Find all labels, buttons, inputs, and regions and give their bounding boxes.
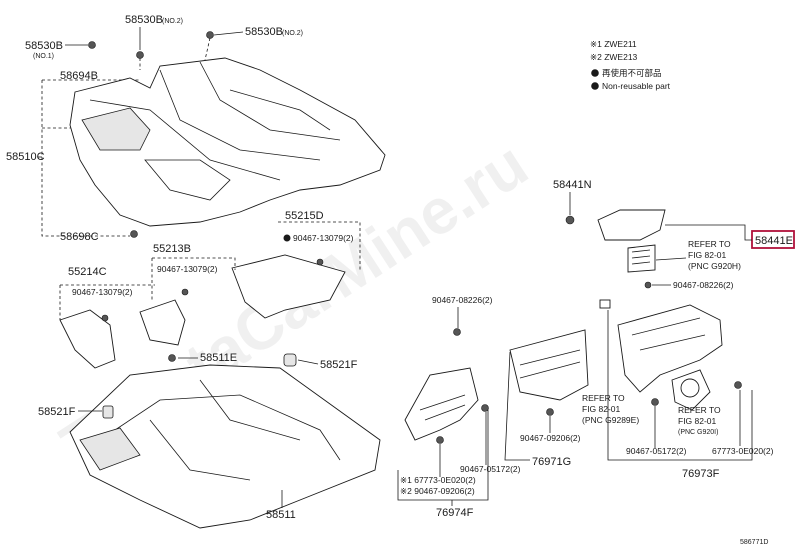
floor-carpet-assembly: [41, 31, 386, 238]
nonreuse-dot-icon: [591, 69, 599, 77]
legend: ※1 ZWE211 ※2 ZWE213 再使用不可部品 Non-reusable…: [590, 39, 671, 91]
clip-icon: [88, 41, 96, 49]
highlight-box: [751, 230, 795, 249]
callout-55213b[interactable]: 55213B: [153, 243, 191, 255]
clip-icon: [453, 328, 461, 336]
ref1-line1: REFER TO: [688, 239, 731, 249]
speaker-icon: [680, 378, 700, 398]
floor-mats: [59, 221, 361, 369]
callout-58530b-no2-a-note: (NO.2): [162, 18, 183, 25]
callout-58521f-b[interactable]: 58521F: [38, 406, 76, 418]
callout-90467-08226-a[interactable]: 90467-08226(2): [432, 295, 493, 305]
callout-58698c[interactable]: 58698C: [60, 231, 99, 243]
callout-55215d[interactable]: 55215D: [285, 210, 324, 222]
ref3-line3: (PNC G920I): [678, 429, 718, 436]
floor-silencer: [69, 353, 381, 529]
clip-icon: [130, 230, 138, 238]
callout-58530b-no1[interactable]: 58530B: [25, 40, 63, 52]
side-panels: [397, 299, 753, 501]
callout-58511[interactable]: 58511: [266, 509, 296, 521]
callout-58530b-no2-a[interactable]: 58530B: [125, 14, 163, 26]
pad-icon: [283, 353, 297, 367]
callout-67773-a[interactable]: 67773-0E020(2): [712, 446, 774, 456]
nonreuse-dot-icon: [283, 234, 291, 242]
clip-icon: [316, 258, 324, 266]
clip-icon: [481, 404, 489, 412]
clip-icon: [101, 314, 109, 322]
tab-icon: [599, 299, 611, 309]
callout-76971g[interactable]: 76971G: [532, 456, 571, 468]
clip-icon: [565, 215, 575, 225]
clip-icon: [181, 288, 189, 296]
callout-90467-13079-a[interactable]: 90467-13079(2): [293, 233, 354, 243]
legend-note-2: ※2 ZWE213: [590, 52, 638, 62]
legend-nonreuse-en: Non-reusable part: [602, 81, 671, 91]
callout-76974f[interactable]: 76974F: [436, 507, 474, 519]
legend-note-1: ※1 ZWE211: [590, 39, 637, 49]
ref2-line3: (PNC G9289E): [582, 415, 639, 425]
clip-icon: [651, 398, 659, 406]
clip-icon: [136, 51, 144, 59]
clip-icon: [436, 436, 444, 444]
ref2-line2: FIG 82-01: [582, 404, 621, 414]
callout-90467-13079-c[interactable]: 90467-13079(2): [72, 287, 133, 297]
console-tray: [565, 209, 666, 289]
callout-58441e[interactable]: 58441E: [755, 235, 793, 247]
callout-55214c[interactable]: 55214C: [68, 266, 107, 278]
callout-58694b[interactable]: 58694B: [60, 70, 98, 82]
callout-90467-09206-a[interactable]: 90467-09206(2): [520, 433, 581, 443]
ref2-line1: REFER TO: [582, 393, 625, 403]
ref1-line2: FIG 82-01: [688, 250, 727, 260]
ref3-line1: REFER TO: [678, 405, 721, 415]
clip-icon: [206, 31, 214, 39]
callout-90467-05172-a[interactable]: 90467-05172(2): [460, 464, 521, 474]
callout-58530b-no2-b-note: (NO.2): [282, 30, 303, 37]
callout-58530b-no2-b[interactable]: 58530B: [245, 26, 283, 38]
clip-icon: [546, 408, 554, 416]
nonreuse-dot-icon: [591, 82, 599, 90]
ref1-line3: (PNC G920H): [688, 261, 741, 271]
pad-icon: [102, 405, 114, 419]
callout-90467-05172-b[interactable]: 90467-05172(2): [626, 446, 687, 456]
callout-76973f[interactable]: 76973F: [682, 468, 720, 480]
clip-icon: [168, 354, 176, 362]
legend-nonreuse-jp: 再使用不可部品: [602, 68, 662, 78]
callout-58510c[interactable]: 58510C: [6, 151, 45, 163]
callout-58530b-no1-note: (NO.1): [33, 53, 54, 60]
callout-67773-c[interactable]: ※1 67773-0E020(2): [400, 475, 476, 485]
callout-90467-08226-b[interactable]: 90467-08226(2): [673, 280, 734, 290]
clip-icon: [734, 381, 742, 389]
clip-icon: [644, 281, 652, 289]
callout-58441n[interactable]: 58441N: [553, 179, 592, 191]
ref3-line2: FIG 82-01: [678, 416, 717, 426]
callout-58521f-a[interactable]: 58521F: [320, 359, 358, 371]
callout-90467-09206-b[interactable]: ※2 90467-09206(2): [400, 486, 475, 496]
callout-58511e[interactable]: 58511E: [200, 352, 237, 364]
diagram-id: 586771D: [740, 539, 768, 546]
callout-90467-13079-b[interactable]: 90467-13079(2): [157, 264, 218, 274]
